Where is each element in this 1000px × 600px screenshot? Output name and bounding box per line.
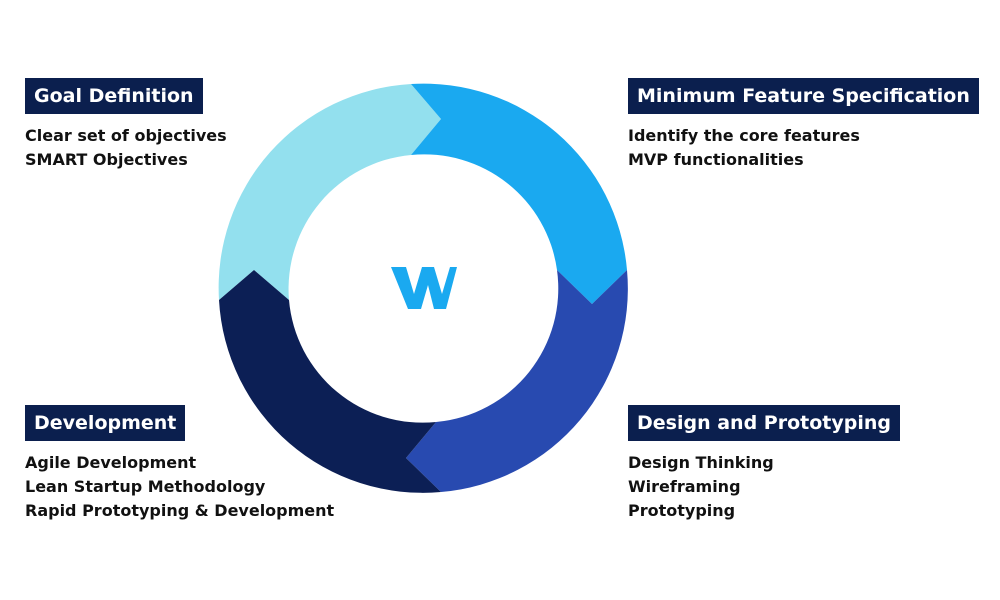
stage-item-list: Agile Development Lean Startup Methodolo…: [25, 451, 334, 523]
stage-title: Development: [25, 405, 186, 441]
stage-item-list: Clear set of objectives SMART Objectives: [25, 124, 227, 172]
stage-item: Rapid Prototyping & Development: [25, 501, 335, 520]
stage-item: Agile Development: [25, 453, 197, 472]
stage-title: Design and Prototyping: [628, 405, 900, 441]
stage-minimum-feature-specification: Minimum Feature Specification Identify t…: [628, 78, 979, 172]
segment-design-prototyping: [406, 270, 628, 492]
stage-item: MVP functionalities: [628, 150, 804, 169]
stage-item: SMART Objectives: [25, 150, 188, 169]
stage-item-list: Design Thinking Wireframing Prototyping: [628, 451, 900, 523]
stage-item: Lean Startup Methodology: [25, 477, 266, 496]
stage-development: Development Agile Development Lean Start…: [25, 405, 334, 523]
stage-item: Clear set of objectives: [25, 126, 227, 145]
stage-item: Identify the core features: [628, 126, 860, 145]
stage-title: Minimum Feature Specification: [628, 78, 979, 114]
w-logo-icon: [391, 267, 457, 309]
stage-design-and-prototyping: Design and Prototyping Design Thinking W…: [628, 405, 900, 523]
segment-development: [219, 270, 441, 493]
stage-item: Prototyping: [628, 501, 736, 520]
stage-title: Goal Definition: [25, 78, 203, 114]
segment-goal-definition: [218, 84, 441, 300]
segment-minimum-feature: [411, 83, 627, 304]
stage-item-list: Identify the core features MVP functiona…: [628, 124, 979, 172]
stage-goal-definition: Goal Definition Clear set of objectives …: [25, 78, 227, 172]
stage-item: Design Thinking: [628, 453, 774, 472]
stage-item: Wireframing: [628, 477, 741, 496]
